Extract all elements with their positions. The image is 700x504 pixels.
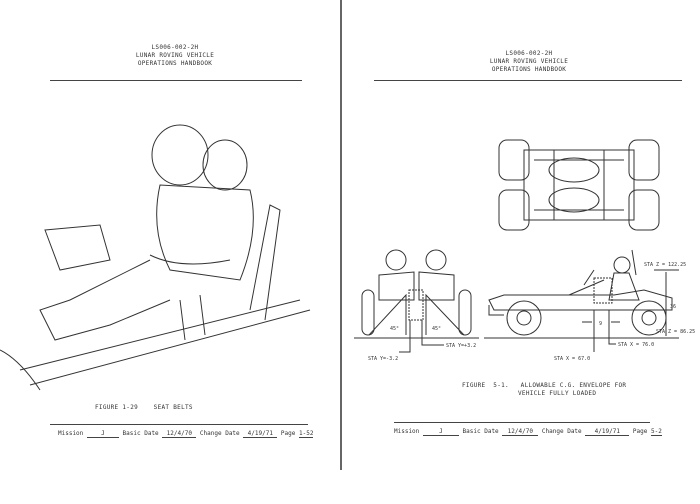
page-number: 5-2 <box>651 428 662 436</box>
footer-rule <box>394 422 650 423</box>
footer-rule <box>50 424 308 425</box>
doc-number: LS006-002-2H <box>505 50 553 57</box>
mission-label: Mission <box>394 428 420 435</box>
doc-title: LUNAR ROVING VEHICLE <box>135 52 215 59</box>
doc-subtitle: OPERATIONS HANDBOOK <box>137 60 213 67</box>
change-date-value: 4/19/71 <box>243 430 278 438</box>
page-label: Page <box>280 430 296 437</box>
height-label: 36 <box>670 304 676 310</box>
sta-y-pos-label: STA Y=+3.2 <box>446 343 476 349</box>
doc-number: LS006-002-2H <box>151 44 199 51</box>
sta-y-neg-label: STA Y=-3.2 <box>368 356 398 362</box>
doc-subtitle: OPERATIONS HANDBOOK <box>491 66 567 73</box>
angle-right-label: 45° <box>432 326 441 332</box>
basic-date-value: 12/4/70 <box>162 430 197 438</box>
change-date-value: 4/19/71 <box>585 428 630 436</box>
basic-date-label: Basic Date <box>122 430 159 437</box>
doc-title: LUNAR ROVING VEHICLE <box>489 58 569 65</box>
seat-belts-illustration <box>0 124 311 391</box>
caption-line-1: FIGURE 5-1. ALLOWABLE C.G. ENVELOPE FOR <box>462 382 627 389</box>
sta-z-bottom-label: STA Z = 86.25 <box>656 329 695 335</box>
change-date-label: Change Date <box>541 428 582 435</box>
sta-x-67-label: STA X = 67.0 <box>554 356 590 362</box>
mission-label: Mission <box>58 430 84 437</box>
mission-value: J <box>86 430 119 438</box>
page-header: LS006-002-2H LUNAR ROVING VEHICLE OPERAT… <box>95 44 255 68</box>
width-label: 9 <box>599 321 602 327</box>
page-header: LS006-002-2H LUNAR ROVING VEHICLE OPERAT… <box>449 50 609 74</box>
sta-z-top-label: STA Z = 122.25 <box>644 262 686 268</box>
left-page: LS006-002-2H LUNAR ROVING VEHICLE OPERAT… <box>0 0 340 504</box>
header-rule <box>374 80 682 81</box>
page-label: Page <box>632 428 648 435</box>
change-date-label: Change Date <box>199 430 240 437</box>
page-divider <box>340 0 342 470</box>
sta-x-76-label: STA X = 76.0 <box>618 342 654 348</box>
mission-value: J <box>422 428 459 436</box>
header-rule <box>50 80 302 81</box>
angle-left-label: 45° <box>390 326 399 332</box>
page-footer: Mission J Basic Date 12/4/70 Change Date… <box>394 428 662 436</box>
caption-line-2: VEHICLE FULLY LOADED <box>518 390 597 397</box>
page-footer: Mission J Basic Date 12/4/70 Change Date… <box>58 430 314 438</box>
page-number: 1-52 <box>299 430 314 438</box>
figure-caption: FIGURE 1-29 SEAT BELTS <box>95 404 193 411</box>
basic-date-label: Basic Date <box>462 428 499 435</box>
basic-date-value: 12/4/70 <box>502 428 539 436</box>
right-page: LS006-002-2H LUNAR ROVING VEHICLE OPERAT… <box>344 0 700 504</box>
figure-caption: FIGURE 5-1. ALLOWABLE C.G. ENVELOPE FOR … <box>462 382 626 398</box>
top-view-diagram <box>498 139 660 231</box>
cg-envelope-diagram: 45° 45° STA Y=-3.2 STA Y=+3.2 STA Z = 12… <box>354 249 695 362</box>
